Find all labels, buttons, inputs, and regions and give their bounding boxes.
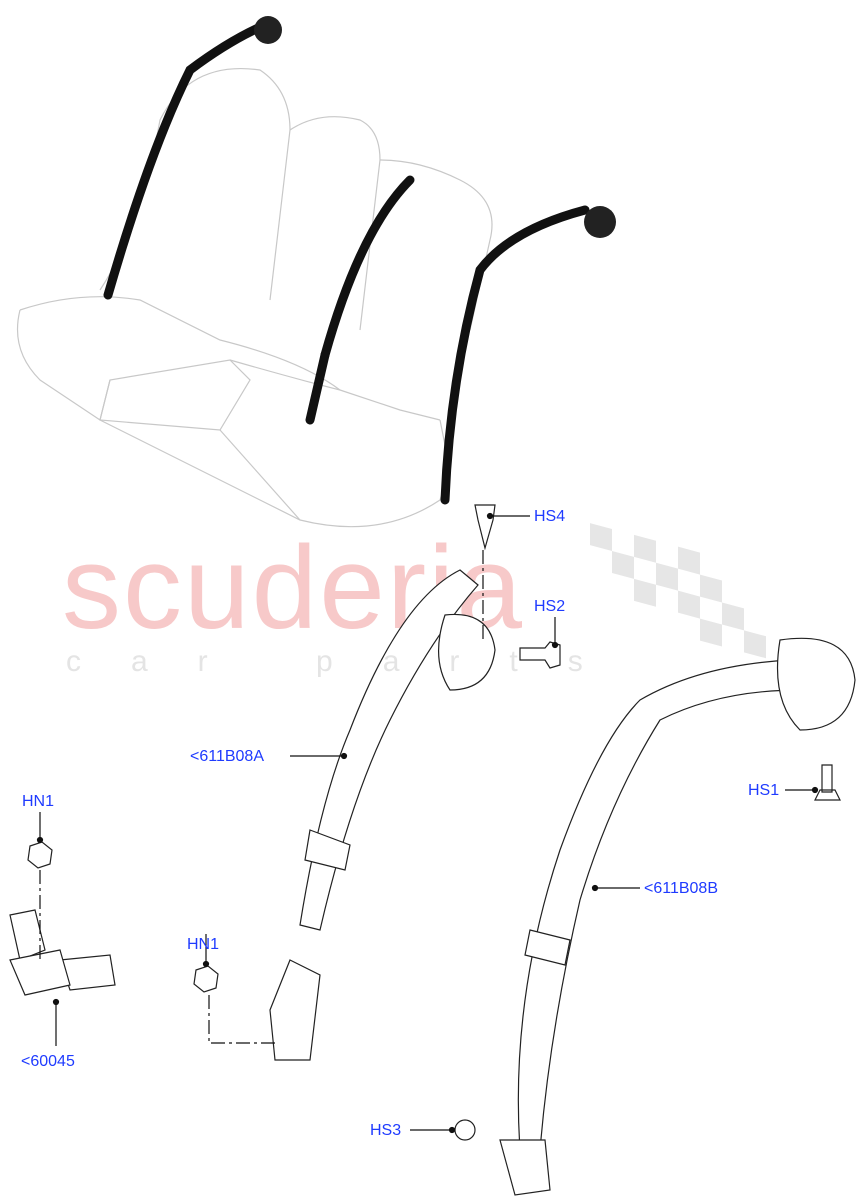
rear-seat: [16, 68, 493, 528]
nut-HN1-center: [193, 965, 219, 993]
callout-HS1: HS1: [748, 782, 780, 799]
installed-belts: [103, 20, 590, 505]
seat-belt-611B08B: [499, 637, 856, 1196]
fasteners: [27, 504, 841, 1141]
checkered-flag-watermark: [590, 523, 766, 659]
nut-HN1-left: [27, 841, 53, 869]
callout-HS3: HS3: [370, 1122, 402, 1139]
bolt-HS4: [474, 504, 496, 551]
callout-HS4: HS4: [534, 508, 566, 525]
bolt-HS2: [519, 641, 561, 669]
bolt-HS3: [454, 1119, 476, 1141]
leader-lines: [36, 512, 819, 1134]
bolt-HS1: [814, 764, 841, 801]
callout-HS2: HS2: [534, 598, 566, 615]
buckle-60045: [9, 909, 116, 996]
callout-611B08A: <611B08A: [190, 748, 264, 765]
seat-belt-611B08A: [269, 569, 496, 1061]
callout-60045: <60045: [21, 1053, 75, 1070]
retractor-top: [254, 16, 616, 238]
callout-HN1-center: HN1: [187, 936, 220, 953]
callout-611B08B: <611B08B: [644, 880, 718, 897]
callout-HN1-left: HN1: [22, 793, 55, 810]
